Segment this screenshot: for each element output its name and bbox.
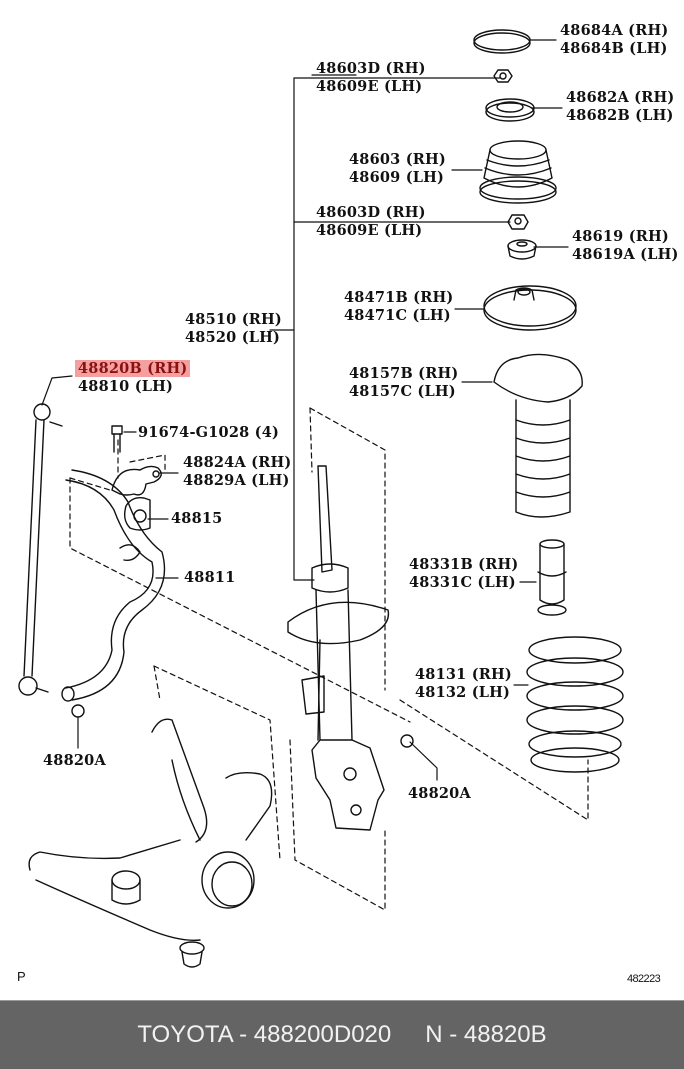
coil-spring-icon: [526, 636, 624, 773]
label-stabilizer-bar: 48811: [184, 569, 235, 587]
steering-knuckle-icon: [28, 718, 273, 968]
part-number-rh: 48684A (RH): [560, 22, 669, 39]
part-info-footer: TOYOTA - 488200D020 N - 48820B: [0, 1000, 684, 1069]
part-number-rh: 48603 (RH): [349, 151, 446, 168]
strut-mount-icon: [479, 140, 557, 204]
label-nut-mid: 48603D (RH) 48609E (LH): [316, 204, 426, 240]
part-number-rh: 48157B (RH): [349, 365, 459, 382]
part-number: 91674-G1028 (4): [138, 424, 280, 441]
part-number: 48811: [184, 569, 236, 586]
part-number-lh: 48619A (LH): [572, 246, 679, 263]
bearing-icon: [507, 239, 537, 260]
part-number-lh: 48471C (LH): [344, 307, 451, 324]
part-number: 48815: [171, 510, 223, 527]
part-number-rh: 48510 (RH): [185, 311, 282, 328]
nut-icon: [493, 69, 513, 83]
nut-icon: [507, 214, 529, 230]
label-bump-stopper: 48331B (RH) 48331C (LH): [409, 556, 518, 592]
part-number-lh: 48810 (LH): [78, 378, 174, 395]
part-number-rh: 48471B (RH): [344, 289, 454, 306]
part-number-rh: 48603D (RH): [316, 204, 426, 221]
part-number-lh: 48520 (LH): [185, 329, 281, 346]
support-cap-icon: [473, 29, 531, 54]
bump-boot-icon: [493, 353, 583, 518]
part-number-lh: 48331C (LH): [409, 574, 516, 591]
part-number-lh: 48609 (LH): [349, 169, 445, 186]
label-coil-spring: 48131 (RH) 48132 (LH): [415, 666, 512, 702]
corner-mark: P: [17, 969, 26, 984]
seat-icon: [485, 98, 535, 122]
label-bushing: 48815: [171, 510, 222, 528]
parts-diagram: 48684A (RH) 48684B (LH) 48603D (RH) 4860…: [17, 22, 679, 985]
dashed-outlines: [69, 407, 589, 911]
stabilizer-bar-icon: [61, 469, 166, 702]
nut-icon: [71, 704, 414, 748]
label-nut-top: 48603D (RH) 48609E (LH): [316, 60, 426, 96]
label-shock-absorber: 48510 (RH) 48520 (LH): [185, 311, 282, 347]
bushing-icon: [123, 496, 151, 531]
label-strut-mount: 48603 (RH) 48609 (LH): [349, 151, 446, 187]
part-number-lh: 48682B (LH): [566, 107, 674, 124]
label-seat: 48682A (RH) 48682B (LH): [566, 89, 674, 125]
spring-seat-icon: [483, 285, 577, 331]
shock-absorber-icon: [287, 465, 390, 831]
part-number-lh: 48132 (LH): [415, 684, 511, 701]
label-stabilizer-link: 48820B (RH) 48810 (LH): [75, 360, 191, 396]
part-number-rh: 48824A (RH): [183, 454, 292, 471]
figure-number: 482223: [627, 973, 661, 985]
bump-stopper-icon: [537, 539, 567, 616]
label-insulator-boot: 48157B (RH) 48157C (LH): [349, 365, 458, 401]
part-number-lh: 48609E (LH): [316, 78, 423, 95]
highlighted-part-number: 48820B (RH): [75, 360, 191, 377]
reference-part-number: N - 48820B: [425, 1021, 547, 1048]
part-number-rh: 48603D (RH): [316, 60, 426, 77]
label-spring-seat: 48471B (RH) 48471C (LH): [344, 289, 453, 325]
bracket-icon: [111, 465, 162, 496]
part-number-rh: 48331B (RH): [409, 556, 519, 573]
part-number-rh: 48619 (RH): [572, 228, 669, 245]
label-nut-left: 48820A: [43, 752, 106, 770]
part-number-lh: 48829A (LH): [183, 472, 290, 489]
label-support-cap: 48684A (RH) 48684B (LH): [560, 22, 668, 58]
label-bolt: 91674-G1028 (4): [138, 424, 279, 442]
part-number-lh: 48157C (LH): [349, 383, 456, 400]
part-number-rh: 48131 (RH): [415, 666, 512, 683]
leader-lines: [41, 39, 569, 781]
part-number-lh: 48684B (LH): [560, 40, 668, 57]
brand-part-number: TOYOTA - 488200D020: [137, 1021, 392, 1048]
diagram-drawing: [18, 29, 624, 968]
part-number: 48820A: [43, 752, 106, 769]
part-number-rh: 48682A (RH): [566, 89, 675, 106]
label-bearing: 48619 (RH) 48619A (LH): [572, 228, 679, 264]
part-number: 48820A: [408, 785, 471, 802]
label-bracket: 48824A (RH) 48829A (LH): [183, 454, 291, 490]
stabilizer-link-icon: [18, 403, 63, 696]
label-nut-right: 48820A: [408, 785, 471, 803]
part-number-lh: 48609E (LH): [316, 222, 423, 239]
bolt-icon: [111, 425, 123, 453]
